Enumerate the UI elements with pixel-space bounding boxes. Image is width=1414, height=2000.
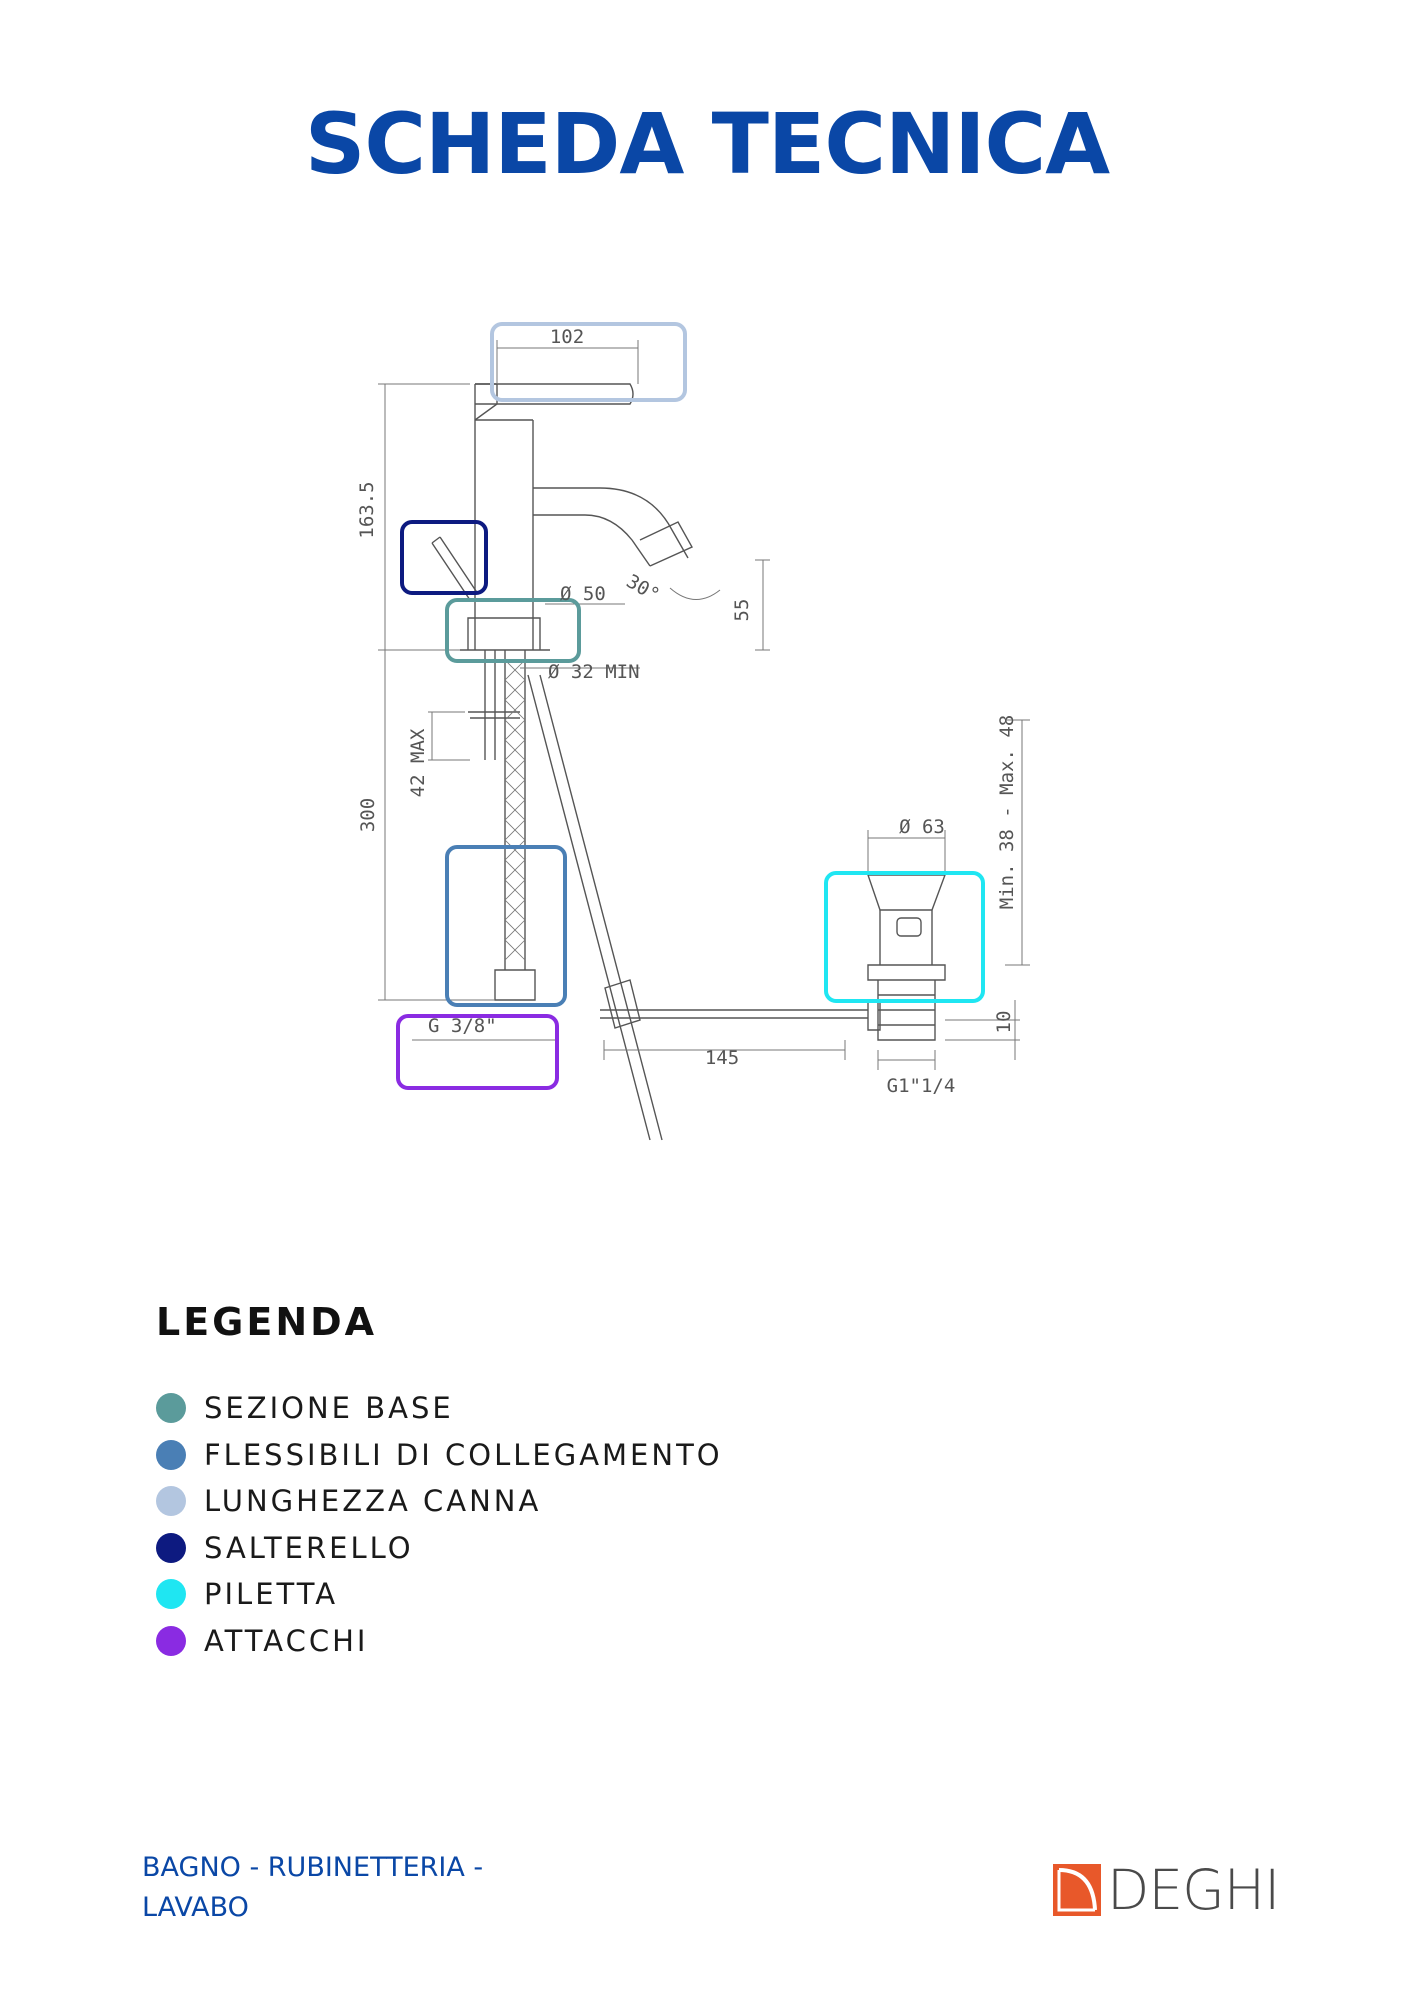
highlight-salterello — [400, 520, 488, 595]
highlight-attacchi — [396, 1014, 559, 1090]
highlight-sezione-base — [445, 598, 581, 663]
faucet-body — [474, 384, 534, 650]
highlight-flessibili — [445, 845, 567, 1007]
highlight-piletta — [824, 871, 985, 1003]
legend-label: ATTACCHI — [204, 1623, 369, 1658]
legend-label: PILETTA — [204, 1577, 339, 1612]
dim-angle: 30° — [623, 570, 664, 606]
legend-item-sezione-base: SEZIONE BASE — [156, 1385, 723, 1432]
legend-item-attacchi: ATTACCHI — [156, 1618, 723, 1665]
faucet-handle — [475, 383, 634, 405]
hose-braid — [504, 659, 526, 961]
dim-spout-height: 55 — [731, 599, 753, 622]
legend-dot — [156, 1393, 186, 1424]
popup-lever — [431, 536, 479, 601]
dim-height: 163.5 — [356, 481, 378, 538]
legend-dot — [156, 1439, 186, 1470]
dim-base-diameter: Ø 50 — [560, 583, 606, 605]
dim-waste-offset: 10 — [993, 1011, 1015, 1034]
footer-category-line1: BAGNO - RUBINETTERIA - — [142, 1852, 484, 1883]
legend-dot — [156, 1579, 186, 1610]
dim-hose-length: 300 — [357, 798, 379, 832]
legend-label: SALTERELLO — [204, 1530, 414, 1565]
flexible-hose — [504, 650, 526, 970]
hose-fitting — [494, 969, 536, 1001]
brand-name: DEGHI — [1107, 1858, 1280, 1922]
faucet-head — [474, 383, 498, 421]
footer-category-line2: LAVABO — [142, 1892, 249, 1923]
legend-list: SEZIONE BASE FLESSIBILI DI COLLEGAMENTO … — [156, 1385, 723, 1664]
waste-slot — [896, 917, 922, 937]
brand-logo-icon — [1053, 1864, 1101, 1916]
waste-thread — [877, 980, 936, 1041]
spout-tip — [639, 521, 693, 567]
technical-drawing: 102 163.5 Ø 50 30° 55 Ø 32 MIN 42 MAX 30… — [356, 322, 1030, 1141]
threaded-stud — [468, 650, 520, 760]
waste-flange — [867, 874, 947, 911]
legend-item-flessibili: FLESSIBILI DI COLLEGAMENTO — [156, 1432, 723, 1479]
brand-logo: DEGHI — [1053, 1858, 1280, 1922]
legend-item-piletta: PILETTA — [156, 1571, 723, 1618]
dim-waste-range: Min. 38 - Max. 48 — [996, 715, 1018, 909]
dim-connection: G 3/8" — [428, 1015, 497, 1037]
horizontal-rod — [600, 1009, 868, 1019]
faucet-spout — [533, 487, 689, 567]
legend-dot — [156, 1532, 186, 1563]
rod-clamp — [604, 979, 641, 1029]
highlight-lunghezza-canna — [490, 322, 687, 402]
dim-rod-length: 145 — [705, 1047, 739, 1069]
popup-rod — [527, 674, 663, 1141]
faucet-base — [460, 617, 550, 651]
legend-heading: LEGENDA — [156, 1300, 378, 1344]
page-title: SCHEDA TECNICA — [304, 95, 1110, 193]
footer-category: BAGNO - RUBINETTERIA - LAVABO — [142, 1848, 562, 1928]
legend-item-salterello: SALTERELLO — [156, 1525, 723, 1572]
dim-waste-thread: G1"1/4 — [887, 1075, 956, 1097]
legend-label: LUNGHEZZA CANNA — [204, 1484, 542, 1519]
legend-dot — [156, 1625, 186, 1656]
legend-dot — [156, 1486, 186, 1517]
legend-label: SEZIONE BASE — [204, 1391, 454, 1426]
legend-label: FLESSIBILI DI COLLEGAMENTO — [204, 1437, 723, 1472]
dim-spout-length: 102 — [550, 326, 584, 348]
legend-item-lunghezza-canna: LUNGHEZZA CANNA — [156, 1478, 723, 1525]
dim-waste-diameter: Ø 63 — [899, 816, 945, 838]
waste-body — [867, 910, 946, 981]
dim-max-thickness: 42 MAX — [407, 728, 429, 797]
dim-hole-min: Ø 32 MIN — [548, 661, 640, 683]
